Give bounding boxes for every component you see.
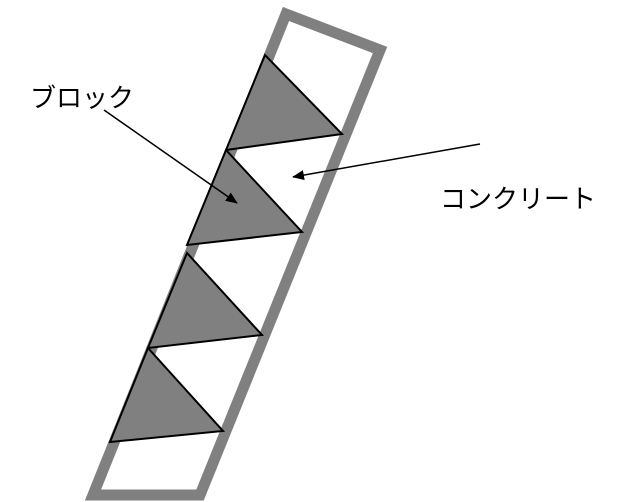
label-concrete: コンクリート — [440, 185, 596, 215]
block-triangle-3 — [185, 148, 305, 247]
block-triangle-1 — [108, 346, 226, 444]
block-triangle-2 — [146, 251, 265, 350]
leader-line-concrete — [292, 143, 481, 181]
label-block: ブロック — [30, 84, 134, 114]
block-triangle-4 — [224, 53, 345, 152]
leader-line-block — [103, 109, 238, 204]
